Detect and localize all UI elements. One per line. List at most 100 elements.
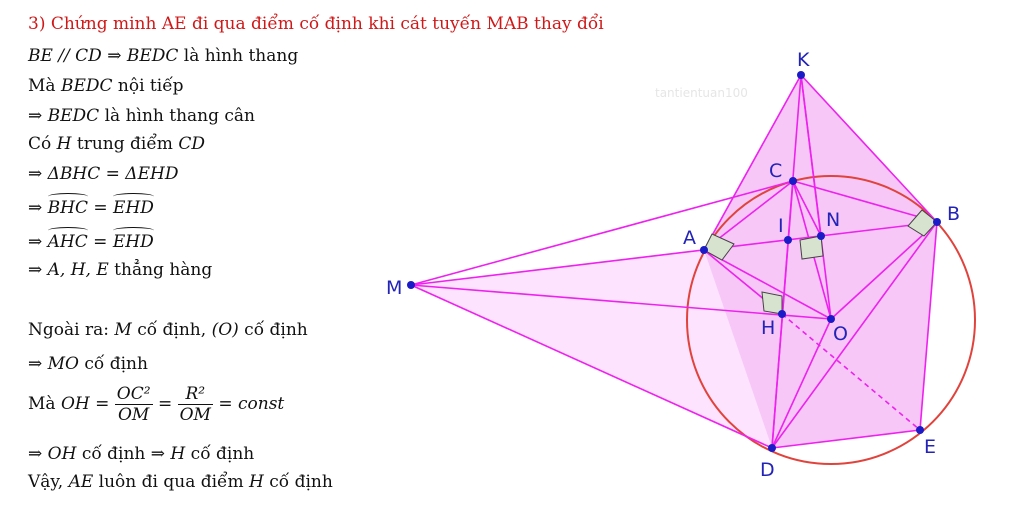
frac1-den: OM [117,405,150,425]
point-labels: K C B A I N M H O D E [386,49,960,481]
l8-text: thẳng hàng [108,260,213,280]
l2-pre: Mà [28,76,61,96]
label-d: D [760,459,775,481]
l13-b: luôn đi qua điểm [93,472,250,492]
l1-math: BE // CD ⇒ BEDC [28,46,179,66]
l7-pre: ⇒ [28,232,48,252]
filled-regions [411,75,937,448]
line-cb [792,180,938,223]
proof-line-6: ⇒ BHC = EHD [28,193,154,218]
point-n [817,232,825,240]
label-o: O [833,323,848,345]
label-m: M [386,277,402,299]
l11-pre: Mà [28,394,61,414]
l2-text: nội tiếp [112,76,184,96]
line-mb [410,221,938,286]
line-ob [830,221,938,320]
proof-line-4: Có H trung điểm CD [28,134,205,154]
l9-m1: M [114,320,132,340]
point-d [768,444,776,452]
proof-line-7: ⇒ AHC = EHD [28,227,154,252]
angle-ahc: AHC [47,227,88,252]
line-eb [919,221,938,431]
right-angle-a [703,233,735,261]
l6-pre: ⇒ [28,198,48,218]
label-n: N [826,209,840,231]
l2-math: BEDC [60,76,113,96]
proof-line-13: Vậy, AE luôn đi qua điểm H cố định [28,472,333,492]
l11-eq: = [152,394,178,414]
l6-eq: = [87,198,114,218]
frac2-den: OM [179,405,211,425]
l3-text: là hình thang cân [99,106,256,126]
l10-math: ⇒ MO [28,354,79,374]
line-he-dashed [781,313,921,431]
l4-pre: Có [28,134,57,154]
point-h [778,310,786,318]
segments [410,74,938,449]
l13-a: Vậy, [28,472,69,492]
label-b: B [947,203,960,225]
right-angle-h [761,291,783,315]
l9-m2: (O) [211,320,239,340]
circle-o [686,175,976,465]
l9-c: cố định [238,320,308,340]
point-a [700,246,708,254]
line-cn [792,180,822,237]
frac2-num: R² [177,384,213,405]
label-a: A [683,227,696,249]
label-i: I [778,215,784,237]
label-h: H [761,317,775,339]
region-mad [411,250,772,448]
l11-rhs: = const [212,394,285,414]
proof-line-5: ⇒ ΔBHC = ΔEHD [28,164,178,184]
line-ao [703,249,832,320]
l9-a: Ngoài ra: [28,320,115,340]
proof-line-3: ⇒ BEDC là hình thang cân [28,106,255,126]
line-ak [703,74,802,251]
l12-t1: cố định [76,444,151,464]
l13-m2: H [249,472,264,492]
l1-text: là hình thang [178,46,299,66]
proof-line-12: ⇒ OH cố định ⇒ H cố định [28,444,254,464]
l11-lhs: OH = [60,394,115,414]
line-kb [800,74,938,223]
proof-line-9: Ngoài ra: M cố định, (O) cố định [28,320,308,340]
l4-m2: CD [178,134,205,154]
label-e: E [924,436,936,458]
region-main [704,75,937,448]
label-c: C [769,160,782,182]
angle-bhc: BHC [47,193,89,218]
line-do [771,318,832,449]
point-b [933,218,941,226]
right-angle-n [799,235,824,260]
proof-line-8: ⇒ A, H, E thẳng hàng [28,260,212,280]
l5-math: ⇒ ΔBHC = ΔEHD [28,164,179,184]
l12-m2: ⇒ H [150,444,186,464]
point-c [789,177,797,185]
proof-line-1: BE // CD ⇒ BEDC là hình thang [28,46,298,66]
proof-line-2: Mà BEDC nội tiếp [28,76,184,96]
line-kn [800,74,822,237]
right-angle-marks [703,209,938,315]
l9-b: cố định, [131,320,212,340]
proof-line-10: ⇒ MO cố định [28,354,148,374]
point-k [797,71,805,79]
l7-eq: = [87,232,113,252]
l13-m1: AE [68,472,94,492]
line-db [771,221,938,449]
point-o [827,315,835,323]
l12-t2: cố định [185,444,255,464]
point-m [407,281,415,289]
frac1-num: OC² [114,384,153,405]
line-de [771,429,921,449]
l10-text: cố định [79,354,148,374]
point-i [784,236,792,244]
line-mo [410,284,832,320]
label-k: K [797,49,810,71]
l12-m1: ⇒ OH [28,444,77,464]
